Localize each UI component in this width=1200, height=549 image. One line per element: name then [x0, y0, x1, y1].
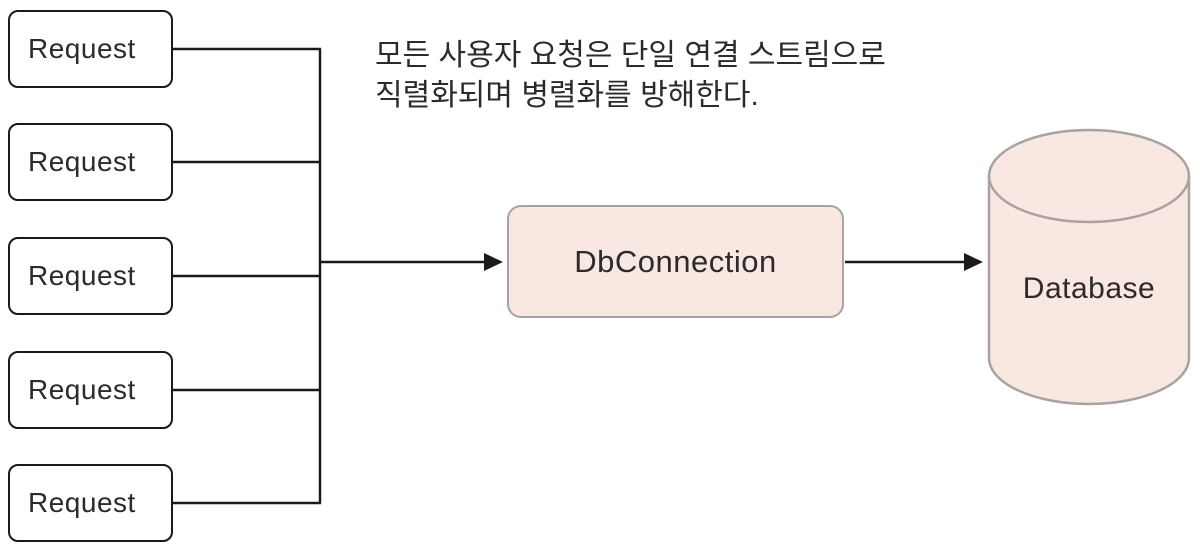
request-node-2: Request	[8, 123, 173, 201]
annotation-text: 모든 사용자 요청은 단일 연결 스트림으로 직렬화되며 병렬화를 방해한다.	[375, 36, 886, 116]
dbconnection-node-label: DbConnection	[574, 243, 777, 279]
request-node-label: Request	[28, 487, 136, 518]
request-node-label: Request	[28, 146, 136, 177]
arrowhead-to-database	[964, 253, 983, 271]
request-node-label: Request	[28, 33, 136, 64]
request-node-4: Request	[8, 351, 173, 429]
database-node-label: Database	[1022, 272, 1156, 305]
annotation-line-1: 모든 사용자 요청은 단일 연결 스트림으로	[375, 39, 886, 72]
annotation-line-2: 직렬화되며 병렬화를 방해한다.	[375, 79, 759, 112]
request-node-label: Request	[28, 260, 136, 291]
request-node-label: Request	[28, 374, 136, 405]
request-node-5: Request	[8, 464, 173, 542]
database-cylinder-icon	[987, 128, 1191, 406]
request-node-3: Request	[8, 237, 173, 315]
arrowhead-to-dbconnection	[484, 253, 503, 271]
request-node-1: Request	[8, 10, 173, 88]
dbconnection-node: DbConnection	[507, 205, 844, 318]
